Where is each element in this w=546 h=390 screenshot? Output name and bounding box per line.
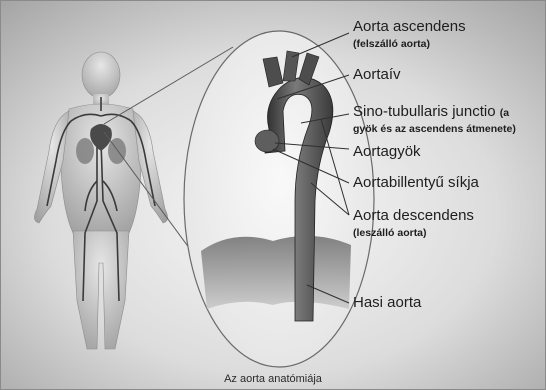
label-aorta-ascendens: Aorta ascendens: [353, 19, 466, 34]
label-sino-paren: (a: [500, 107, 509, 119]
label-aortaiv: Aortaív: [353, 67, 401, 82]
aortic-root: [255, 130, 279, 152]
label-sino-sub: gyök és az ascendens átmenete): [353, 124, 516, 135]
label-aortagyok: Aortagyök: [353, 144, 421, 159]
label-aorta-descendens: Aorta descendens: [353, 208, 474, 223]
label-sino-tubullaris: Sino-tubullaris junctio (a: [353, 104, 509, 119]
label-hasi-aorta: Hasi aorta: [353, 295, 421, 310]
diaphragm: [201, 236, 351, 309]
label-sino-main: Sino-tubullaris junctio: [353, 103, 496, 120]
label-aortabillentyu: Aortabillentyű síkja: [353, 175, 479, 190]
figure-caption: Az aorta anatómiája: [1, 373, 545, 385]
label-aorta-descendens-sub: (leszálló aorta): [353, 228, 427, 239]
label-aorta-ascendens-sub: (felszálló aorta): [353, 39, 430, 50]
